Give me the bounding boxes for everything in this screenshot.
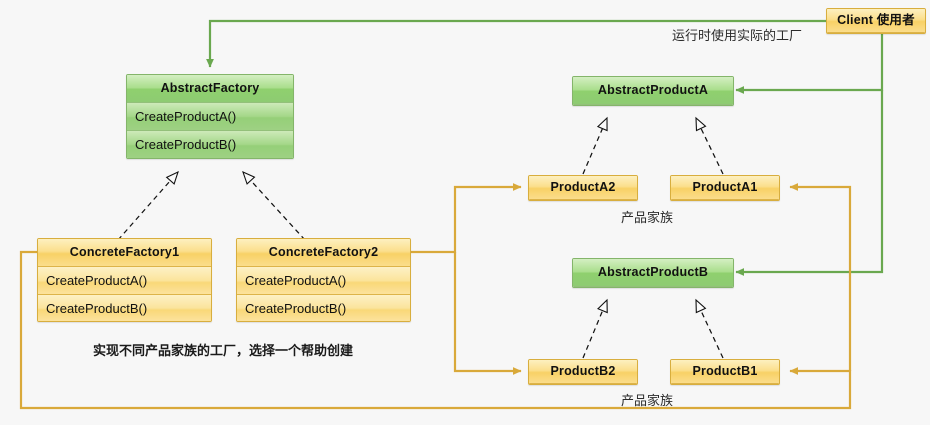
node-product-b1-title: ProductB1 [671, 360, 779, 384]
wire-realization-concretefactory1 [117, 170, 179, 241]
wire-realization-producta2 [582, 116, 608, 175]
node-concrete-factory-1-op-0: CreateProductA() [38, 267, 211, 295]
node-abstract-factory-op-1: CreateProductB() [127, 131, 293, 158]
node-concrete-factory-2-op-1: CreateProductB() [237, 295, 410, 321]
node-product-a2-title: ProductA2 [529, 176, 637, 200]
node-abstract-product-b-title: AbstractProductB [573, 259, 733, 287]
node-concrete-factory-1-title: ConcreteFactory1 [38, 239, 211, 267]
note-concrete-factories-caption: 实现不同产品家族的工厂，选择一个帮助创建 [93, 343, 354, 358]
node-product-b1[interactable]: ProductB1 [670, 359, 780, 385]
node-concrete-factory-2-op-0: CreateProductA() [237, 267, 410, 295]
wire-realization-producta1 [695, 116, 724, 175]
node-concrete-factory-1[interactable]: ConcreteFactory1 CreateProductA() Create… [37, 238, 212, 322]
node-product-b2-title: ProductB2 [529, 360, 637, 384]
node-abstract-factory[interactable]: AbstractFactory CreateProductA() CreateP… [126, 74, 294, 159]
wire-concretefactory2-to-products [411, 183, 522, 375]
node-product-a2[interactable]: ProductA2 [528, 175, 638, 201]
node-concrete-factory-1-op-1: CreateProductB() [38, 295, 211, 321]
node-product-a1-title: ProductA1 [671, 176, 779, 200]
node-abstract-factory-title: AbstractFactory [127, 75, 293, 103]
node-concrete-factory-2[interactable]: ConcreteFactory2 CreateProductA() Create… [236, 238, 411, 322]
node-client[interactable]: Client 使用者 [826, 8, 926, 34]
node-client-title: Client 使用者 [827, 9, 925, 33]
node-abstract-product-b[interactable]: AbstractProductB [572, 258, 734, 288]
node-concrete-factory-2-title: ConcreteFactory2 [237, 239, 410, 267]
node-product-b2[interactable]: ProductB2 [528, 359, 638, 385]
node-abstract-factory-op-0: CreateProductA() [127, 103, 293, 131]
note-product-family-a: 产品家族 [621, 210, 674, 225]
note-runtime-uses-real-factory: 运行时使用实际的工厂 [672, 28, 803, 43]
node-abstract-product-a-title: AbstractProductA [573, 77, 733, 105]
node-product-a1[interactable]: ProductA1 [670, 175, 780, 201]
node-abstract-product-a[interactable]: AbstractProductA [572, 76, 734, 106]
wire-realization-productb2 [582, 298, 608, 359]
note-product-family-b: 产品家族 [621, 393, 674, 408]
wire-realization-productb1 [695, 298, 724, 359]
wire-realization-concretefactory2 [242, 170, 306, 241]
